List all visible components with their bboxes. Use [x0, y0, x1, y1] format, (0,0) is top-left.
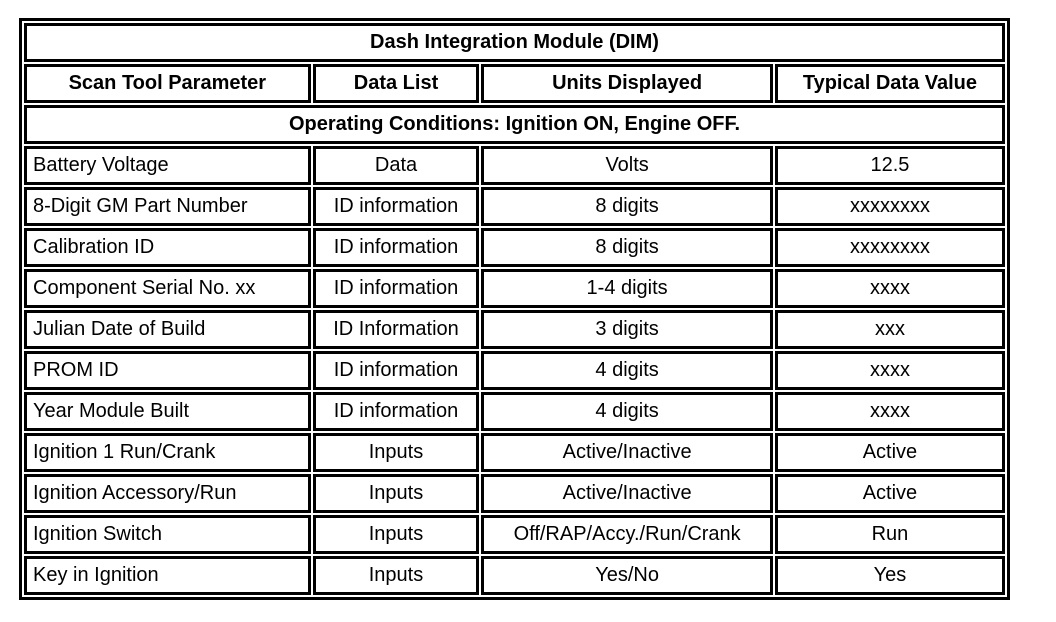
cell-typical-value: xxxxxxxx: [774, 228, 1005, 267]
cell-parameter: PROM ID: [24, 351, 311, 390]
cell-typical-value: Active: [774, 474, 1005, 513]
cell-data-list: ID information: [312, 351, 480, 390]
cell-units: 4 digits: [481, 392, 773, 431]
cell-data-list: ID information: [312, 392, 480, 431]
operating-conditions-row: Operating Conditions: Ignition ON, Engin…: [24, 105, 1005, 144]
cell-data-list: ID information: [312, 187, 480, 226]
column-header-data-list: Data List: [312, 64, 480, 103]
table-title: Dash Integration Module (DIM): [24, 23, 1005, 62]
cell-parameter: Component Serial No. xx: [24, 269, 311, 308]
column-header-row: Scan Tool Parameter Data List Units Disp…: [24, 64, 1005, 103]
cell-typical-value: Active: [774, 433, 1005, 472]
cell-parameter: Ignition Switch: [24, 515, 311, 554]
cell-typical-value: xxx: [774, 310, 1005, 349]
cell-units: Volts: [481, 146, 773, 185]
cell-data-list: ID information: [312, 228, 480, 267]
cell-typical-value: 12.5: [774, 146, 1005, 185]
cell-units: 4 digits: [481, 351, 773, 390]
cell-units: 1-4 digits: [481, 269, 773, 308]
cell-data-list: Inputs: [312, 556, 480, 595]
cell-parameter: Julian Date of Build: [24, 310, 311, 349]
column-header-units-displayed: Units Displayed: [481, 64, 773, 103]
cell-data-list: Data: [312, 146, 480, 185]
operating-conditions-banner: Operating Conditions: Ignition ON, Engin…: [24, 105, 1005, 144]
cell-data-list: Inputs: [312, 433, 480, 472]
cell-units: Active/Inactive: [481, 474, 773, 513]
column-header-scan-tool-parameter: Scan Tool Parameter: [24, 64, 311, 103]
cell-data-list: ID Information: [312, 310, 480, 349]
cell-units: Active/Inactive: [481, 433, 773, 472]
cell-typical-value: Run: [774, 515, 1005, 554]
cell-units: Yes/No: [481, 556, 773, 595]
title-row: Dash Integration Module (DIM): [24, 23, 1005, 62]
cell-units: 3 digits: [481, 310, 773, 349]
cell-data-list: Inputs: [312, 515, 480, 554]
cell-typical-value: xxxx: [774, 392, 1005, 431]
cell-typical-value: Yes: [774, 556, 1005, 595]
cell-parameter: Ignition Accessory/Run: [24, 474, 311, 513]
cell-parameter: Battery Voltage: [24, 146, 311, 185]
cell-units: 8 digits: [481, 228, 773, 267]
cell-data-list: ID information: [312, 269, 480, 308]
cell-parameter: Ignition 1 Run/Crank: [24, 433, 311, 472]
cell-typical-value: xxxxxxxx: [774, 187, 1005, 226]
dim-table: Dash Integration Module (DIM) Scan Tool …: [19, 18, 1010, 600]
cell-data-list: Inputs: [312, 474, 480, 513]
cell-typical-value: xxxx: [774, 351, 1005, 390]
cell-parameter: Year Module Built: [24, 392, 311, 431]
cell-parameter: Key in Ignition: [24, 556, 311, 595]
cell-parameter: Calibration ID: [24, 228, 311, 267]
cell-units: 8 digits: [481, 187, 773, 226]
cell-typical-value: xxxx: [774, 269, 1005, 308]
column-header-typical-data-value: Typical Data Value: [774, 64, 1005, 103]
cell-parameter: 8-Digit GM Part Number: [24, 187, 311, 226]
cell-units: Off/RAP/Accy./Run/Crank: [481, 515, 773, 554]
